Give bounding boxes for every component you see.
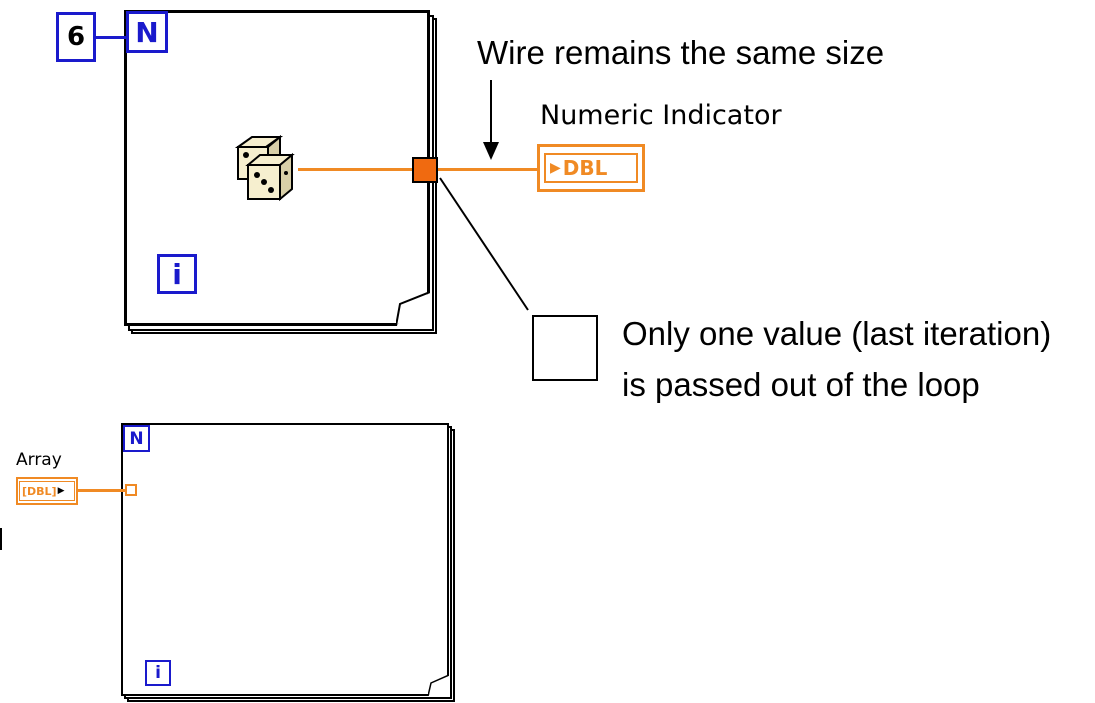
indicator-label: Numeric Indicator [540, 100, 782, 131]
indicator-type: DBL [562, 156, 608, 180]
input-tunnel[interactable] [125, 484, 137, 496]
tunnel-note-line2: is passed out of the loop [622, 366, 980, 403]
wire-inside-loop [298, 168, 414, 171]
count-wire [96, 36, 128, 39]
callout-box [532, 315, 598, 381]
tunnel-note-line1: Only one value (last iteration) [622, 315, 1052, 352]
output-tunnel[interactable] [412, 157, 438, 183]
array-type: [DBL] [22, 484, 57, 498]
iteration-terminal[interactable]: i [145, 660, 171, 686]
down-arrow-icon [483, 80, 499, 160]
callout-line [439, 177, 529, 311]
array-label: Array [16, 450, 62, 470]
iteration-terminal[interactable]: i [157, 254, 197, 294]
wire-note: Wire remains the same size [477, 34, 885, 71]
page-curl-icon [428, 675, 449, 696]
numeric-indicator[interactable]: ▶ DBL [537, 144, 645, 192]
play-triangle-icon: ▶ [57, 486, 65, 496]
edge-mark [0, 528, 2, 550]
loop-frame[interactable] [121, 423, 449, 696]
count-constant[interactable]: 6 [56, 12, 96, 62]
count-terminal[interactable]: N [123, 425, 150, 452]
wire-outside-loop [438, 168, 538, 171]
page-curl-icon [396, 292, 430, 326]
count-terminal[interactable]: N [126, 11, 168, 53]
random-number-icon[interactable] [230, 135, 300, 207]
array-control[interactable]: [DBL] ▶ [16, 477, 78, 505]
array-wire [78, 489, 126, 492]
play-triangle-icon: ▶ [550, 160, 561, 176]
